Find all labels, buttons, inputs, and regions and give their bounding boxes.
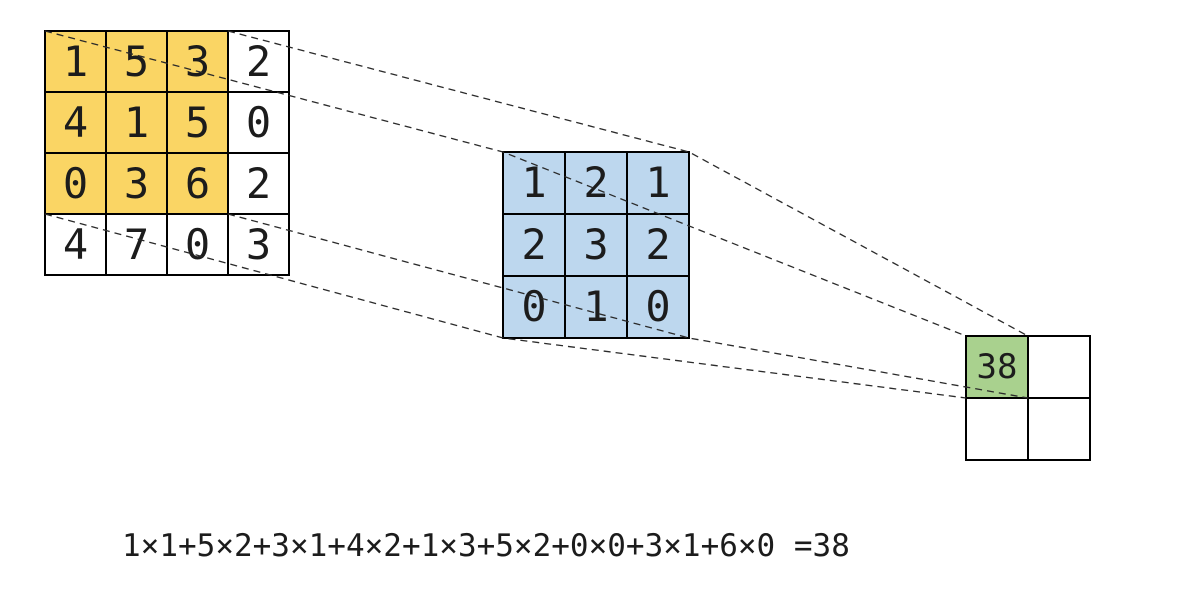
input-cell: 4 bbox=[45, 92, 106, 153]
output-cell bbox=[1028, 336, 1090, 398]
input-cell: 3 bbox=[106, 153, 167, 214]
kernel-cell: 2 bbox=[565, 152, 627, 214]
output-cell: 38 bbox=[966, 336, 1028, 398]
kernel-cell: 3 bbox=[565, 214, 627, 276]
input-cell: 0 bbox=[45, 153, 106, 214]
input-cell: 1 bbox=[45, 31, 106, 92]
kernel-cell: 2 bbox=[627, 214, 689, 276]
input-cell: 4 bbox=[45, 214, 106, 275]
input-cell: 2 bbox=[228, 153, 289, 214]
kernel-matrix: 1 2 1 2 3 2 0 1 0 bbox=[502, 151, 690, 339]
kernel-cell: 1 bbox=[565, 276, 627, 338]
input-cell: 0 bbox=[167, 214, 228, 275]
input-cell: 7 bbox=[106, 214, 167, 275]
input-cell: 5 bbox=[106, 31, 167, 92]
kernel-cell: 2 bbox=[503, 214, 565, 276]
input-cell: 0 bbox=[228, 92, 289, 153]
input-cell: 1 bbox=[106, 92, 167, 153]
output-cell bbox=[1028, 398, 1090, 460]
input-matrix: 1 5 3 2 4 1 5 0 0 3 6 2 4 7 0 3 bbox=[44, 30, 290, 276]
kernel-cell: 1 bbox=[503, 152, 565, 214]
input-cell: 3 bbox=[167, 31, 228, 92]
input-cell: 2 bbox=[228, 31, 289, 92]
output-cell bbox=[966, 398, 1028, 460]
kernel-cell: 0 bbox=[503, 276, 565, 338]
output-matrix: 38 bbox=[965, 335, 1091, 461]
input-cell: 6 bbox=[167, 153, 228, 214]
input-cell: 3 bbox=[228, 214, 289, 275]
formula-text: 1×1+5×2+3×1+4×2+1×3+5×2+0×0+3×1+6×0 =38 bbox=[122, 528, 850, 564]
kernel-cell: 1 bbox=[627, 152, 689, 214]
kernel-cell: 0 bbox=[627, 276, 689, 338]
input-cell: 5 bbox=[167, 92, 228, 153]
